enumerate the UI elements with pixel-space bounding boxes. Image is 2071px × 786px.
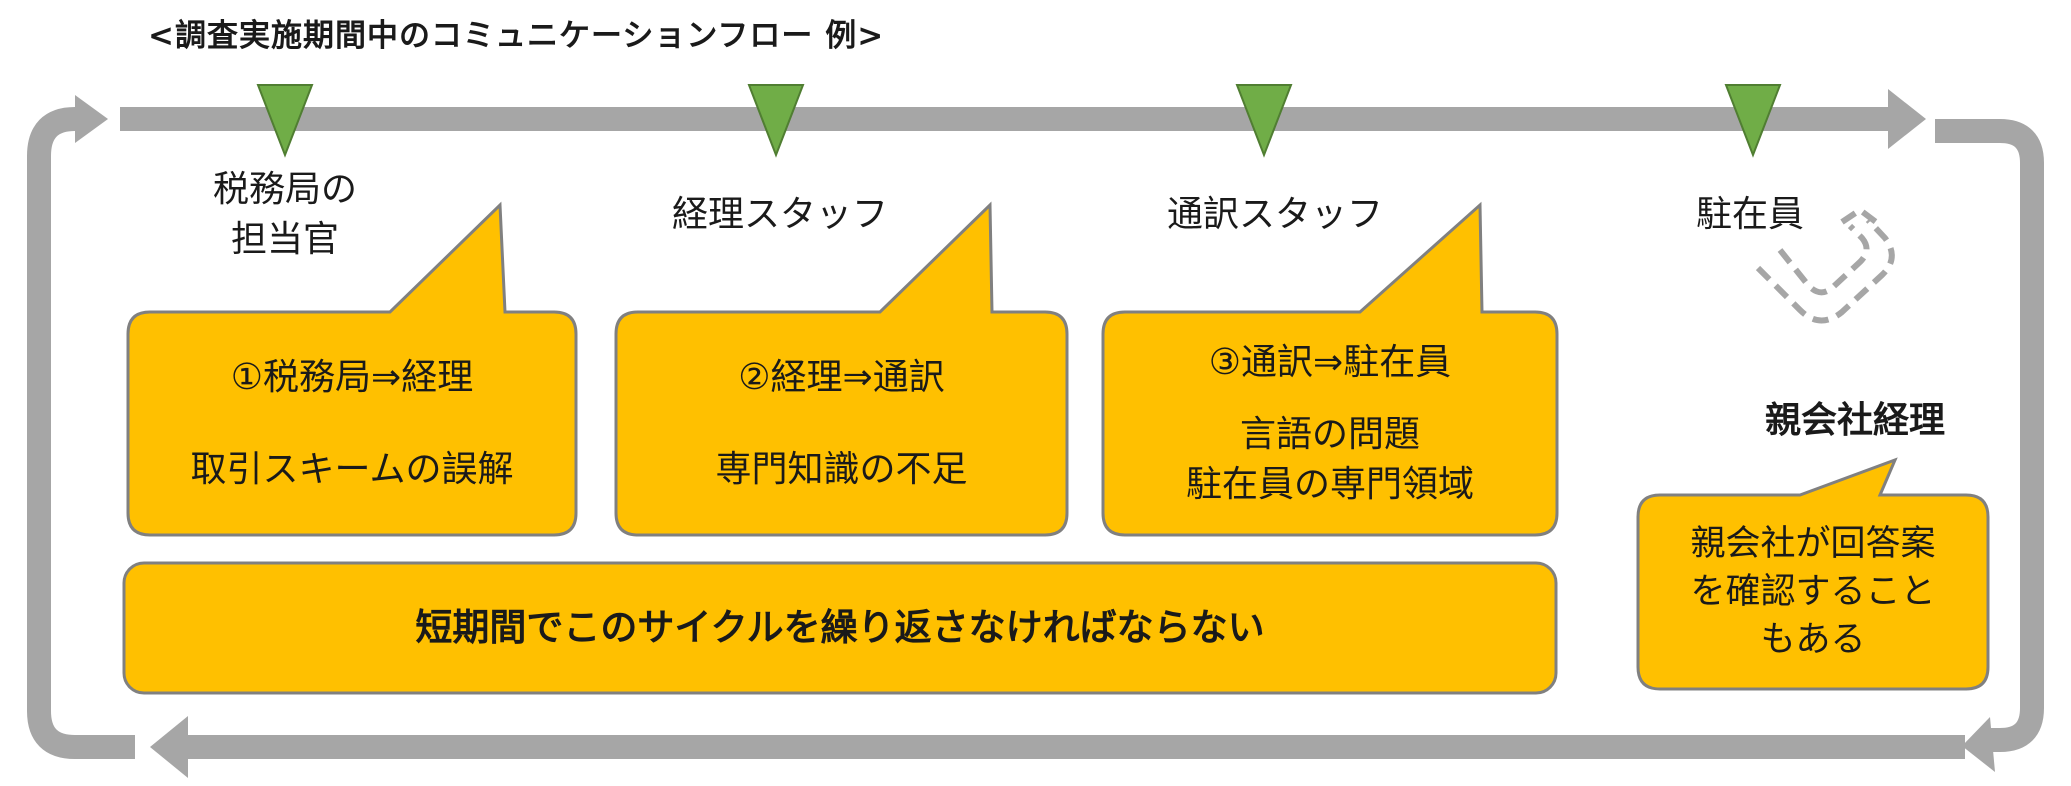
cycle-banner-shape <box>122 561 1558 695</box>
marker-triangle <box>256 84 314 158</box>
cycle-banner: 短期間でこのサイクルを繰り返さなければならない <box>415 606 1265 649</box>
bubble-3-text: ③通訳⇒駐在員 言語の問題 駐在員の専門領域 <box>1185 341 1474 505</box>
actor-tax-bureau: 税務局の 担当官 <box>212 169 357 260</box>
speech-bubble-2 <box>614 201 1069 537</box>
actor-expatriate: 駐在員 <box>1695 194 1804 235</box>
speech-bubble-1 <box>126 201 578 537</box>
speech-bubble-4 <box>1636 457 1990 691</box>
speech-bubble-3 <box>1101 201 1559 537</box>
bubble-4-text: 親会社が回答案 を確認すること もある <box>1690 524 1936 660</box>
right-return-arrowhead <box>1962 717 1995 772</box>
marker-triangle <box>1724 84 1782 158</box>
left-return-arrowhead <box>75 95 108 143</box>
actor-accounting-staff: 経理スタッフ <box>671 194 888 235</box>
bottom-flow-arrow <box>150 716 1965 778</box>
marker-triangle <box>1235 84 1293 158</box>
diagram-title: <調査実施期間中のコミュニケーションフロー 例> <box>148 18 885 54</box>
right-return-arrow <box>1935 119 2044 752</box>
top-flow-arrow <box>120 89 1926 149</box>
u-turn-dashed-arrow <box>1755 206 1895 324</box>
bubble-2-text: ②経理⇒通訳 専門知識の不足 <box>715 356 968 490</box>
actor-parent-accounting: 親会社経理 <box>1764 400 1945 441</box>
actor-interpreter-staff: 通訳スタッフ <box>1166 194 1383 235</box>
left-return-arrow <box>27 107 135 759</box>
marker-triangle <box>747 84 805 158</box>
bubble-1-text: ①税務局⇒経理 取引スキームの誤解 <box>190 356 514 490</box>
